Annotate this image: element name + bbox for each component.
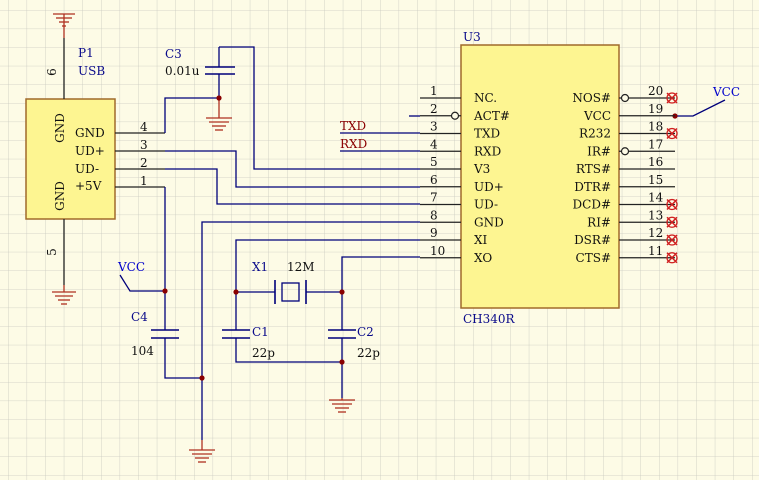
u3-pin-name-6: UD+	[474, 180, 504, 194]
ground-symbol-p1-top	[53, 13, 75, 38]
net-label-rxd: RXD	[340, 137, 367, 151]
u3-pin-num-4: 4	[430, 137, 438, 151]
p1-gnd-label-lower: GND	[53, 181, 67, 211]
c1-value: 22p	[252, 346, 275, 360]
ground-symbol-c3	[206, 98, 232, 131]
c2-value: 22p	[357, 346, 380, 360]
u3-pin-name-10: XO	[474, 251, 492, 265]
u3-pin-num-5: 5	[430, 155, 438, 169]
net-label-vcc-right: VCC	[712, 85, 740, 99]
net-label-txd: TXD	[340, 119, 366, 133]
capacitor-c3[interactable]: C3 0.01u	[165, 47, 235, 98]
u3-pin-num-18: 18	[648, 120, 663, 134]
c4-designator: C4	[131, 310, 148, 324]
p1-pin-name-gnd: GND	[75, 126, 105, 140]
u3-pin-num-8: 8	[430, 208, 438, 222]
u3-pin-name-14: DCD#	[573, 198, 611, 212]
u3-pin-name-20: NOS#	[572, 91, 611, 105]
c3-value: 0.01u	[165, 64, 200, 78]
no-connect-marker-12	[666, 234, 678, 246]
p1-pin-num-5: 5	[45, 248, 59, 256]
u3-pin-name-17: IR#	[587, 144, 611, 158]
u3-pin-name-4: RXD	[474, 144, 501, 158]
u3-pin-num-20: 20	[648, 84, 663, 98]
c3-designator: C3	[165, 47, 182, 61]
u3-inverted-bubble-2	[450, 111, 460, 120]
u3-pin-name-16: RTS#	[576, 162, 611, 176]
capacitor-c2[interactable]: C2 22p	[328, 325, 380, 360]
u3-part-number: CH340R	[463, 312, 516, 326]
u3-pin-name-13: RI#	[587, 215, 611, 229]
p1-pin-num-1: 1	[140, 174, 148, 188]
p1-gnd-label-upper: GND	[53, 113, 67, 143]
p1-designator: P1	[78, 46, 94, 60]
u3-pin-num-11: 11	[648, 244, 663, 258]
u3-pin-num-19: 19	[648, 102, 663, 116]
u3-pin-num-10: 10	[430, 244, 445, 258]
ground-symbol-crystal-caps	[329, 398, 355, 413]
crystal-x1[interactable]: X1 12M	[252, 260, 315, 304]
u3-pin-num-14: 14	[648, 191, 664, 205]
p1-value: USB	[78, 64, 105, 78]
u3-pin-num-6: 6	[430, 173, 438, 187]
u3-pin-name-1: NC.	[474, 91, 497, 105]
u3-pin-name-7: UD-	[474, 198, 498, 212]
p1-pin-num-2: 2	[140, 156, 148, 170]
u3-pin-name-19: VCC	[583, 109, 611, 123]
c4-value: 104	[131, 344, 154, 358]
u3-pin-num-1: 1	[430, 84, 438, 98]
u3-pin-num-15: 15	[648, 173, 663, 187]
net-label-vcc-left: VCC	[117, 260, 145, 274]
no-connect-marker-13	[666, 216, 678, 228]
u3-inverted-bubble-17	[620, 147, 630, 156]
ground-symbol-main	[189, 440, 215, 463]
p1-pin-num-6: 6	[45, 68, 59, 76]
no-connect-marker-11	[666, 252, 678, 264]
u3-pin-num-9: 9	[430, 226, 438, 240]
u3-pin-num-12: 12	[648, 226, 663, 240]
u3-inverted-bubble-20	[620, 93, 630, 103]
u3-pin-name-15: DTR#	[574, 180, 611, 194]
u3-pin-num-16: 16	[648, 155, 663, 169]
p1-pin-num-4: 4	[140, 120, 148, 134]
u3-pin-num-3: 3	[430, 120, 438, 134]
u3-pin-name-18: R232	[579, 127, 611, 141]
no-connect-marker-14	[666, 198, 678, 211]
capacitor-c1[interactable]: C1 22p	[222, 325, 275, 360]
p1-pin-name-udn: UD-	[75, 162, 99, 176]
wiring	[119, 46, 726, 440]
c2-designator: C2	[357, 325, 374, 339]
p1-usb-connector[interactable]: GND GND GND UD+ UD- +5V 4 3 2 1 6 5 P1 U…	[25, 38, 165, 285]
p1-pin-name-udp: UD+	[75, 144, 105, 158]
u3-pin-name-5: V3	[473, 162, 490, 176]
x1-value: 12M	[287, 260, 315, 274]
u3-pin-name-12: DSR#	[574, 233, 611, 247]
u3-pin-name-3: TXD	[474, 127, 500, 141]
c1-designator: C1	[252, 325, 269, 339]
u3-pin-name-11: CTS#	[576, 251, 611, 265]
p1-pin-num-3: 3	[140, 138, 148, 152]
p1-body	[25, 98, 116, 220]
u3-pin-name-9: XI	[474, 233, 488, 247]
u3-pin-name-8: GND	[474, 215, 504, 229]
u3-designator: U3	[463, 30, 481, 44]
u3-pin-num-7: 7	[430, 191, 438, 205]
u3-pin-num-17: 17	[648, 137, 663, 151]
u3-pin-num-2: 2	[430, 102, 438, 116]
p1-pin-name-5v: +5V	[75, 179, 102, 193]
no-connect-marker-20	[666, 92, 678, 104]
u3-body	[460, 44, 620, 309]
u3-pin-num-13: 13	[648, 208, 663, 222]
no-connect-marker-18	[666, 127, 678, 140]
u3-pin-name-2: ACT#	[473, 109, 510, 123]
capacitor-c4[interactable]: C4 104	[131, 310, 179, 358]
x1-designator: X1	[252, 260, 268, 274]
ground-symbol-p1-bottom	[52, 285, 76, 305]
